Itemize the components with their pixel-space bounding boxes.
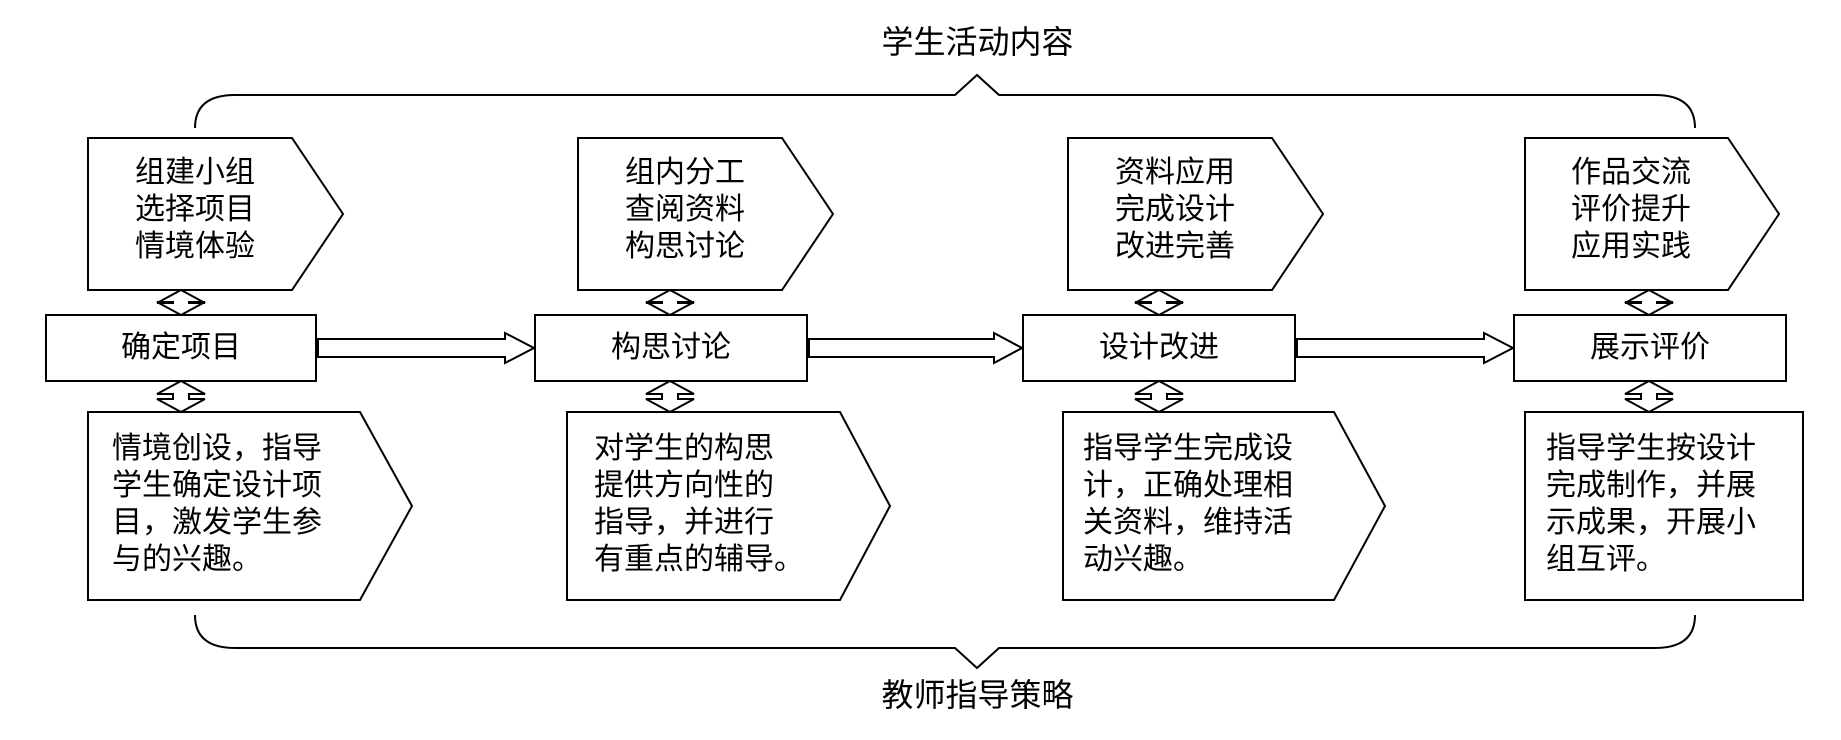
flow-arrow-2 xyxy=(808,331,1025,365)
stage-name-4: 展示评价 xyxy=(1590,330,1710,365)
student-activity-text-4: 作品交流 评价提升 应用实践 xyxy=(1571,155,1691,264)
student-activity-shape-2 xyxy=(577,137,835,291)
top-brace xyxy=(194,73,1696,129)
teacher-strategy-shape-2 xyxy=(566,411,892,601)
teacher-strategy-shape-4 xyxy=(1524,411,1804,601)
stage-name-2: 构思讨论 xyxy=(611,330,731,365)
double-arrow-up-4 xyxy=(1624,288,1674,317)
student-activity-shape-3 xyxy=(1067,137,1325,291)
teacher-strategy-shape-1 xyxy=(87,411,414,601)
teacher-strategy-text-1: 情境创设，指导 学生确定设计项 目，激发学生参 与的兴趣。 xyxy=(112,431,322,577)
flow-arrow-3 xyxy=(1296,331,1516,365)
double-arrow-up-3 xyxy=(1134,288,1184,317)
double-arrow-down-2 xyxy=(645,379,695,414)
bottom-label: 教师指导策略 xyxy=(881,676,1074,714)
stage-name-3: 设计改进 xyxy=(1099,330,1219,365)
teacher-strategy-shape-3 xyxy=(1062,411,1387,601)
double-arrow-down-1 xyxy=(156,379,206,414)
teacher-strategy-text-3: 指导学生完成设 计，正确处理相 关资料，维持活 动兴趣。 xyxy=(1083,431,1293,577)
double-arrow-down-4 xyxy=(1624,379,1674,414)
student-activity-shape-4 xyxy=(1524,137,1781,291)
flow-arrow-1 xyxy=(317,331,537,365)
double-arrow-up-2 xyxy=(645,288,695,317)
student-activity-text-3: 资料应用 完成设计 改进完善 xyxy=(1115,155,1235,264)
double-arrow-up-1 xyxy=(156,288,206,317)
student-activity-text-1: 组建小组 选择项目 情境体验 xyxy=(135,155,255,264)
teacher-strategy-text-4: 指导学生按设计 完成制作，并展 示成果，开展小 组互评。 xyxy=(1546,431,1756,577)
double-arrow-down-3 xyxy=(1134,379,1184,414)
stage-name-1: 确定项目 xyxy=(121,330,241,365)
top-label: 学生活动内容 xyxy=(881,23,1074,61)
teacher-strategy-text-2: 对学生的构思 提供方向性的 指导，并进行 有重点的辅导。 xyxy=(594,431,804,577)
student-activity-text-2: 组内分工 查阅资料 构思讨论 xyxy=(625,155,745,264)
bottom-brace xyxy=(194,614,1696,670)
student-activity-shape-1 xyxy=(87,137,345,291)
